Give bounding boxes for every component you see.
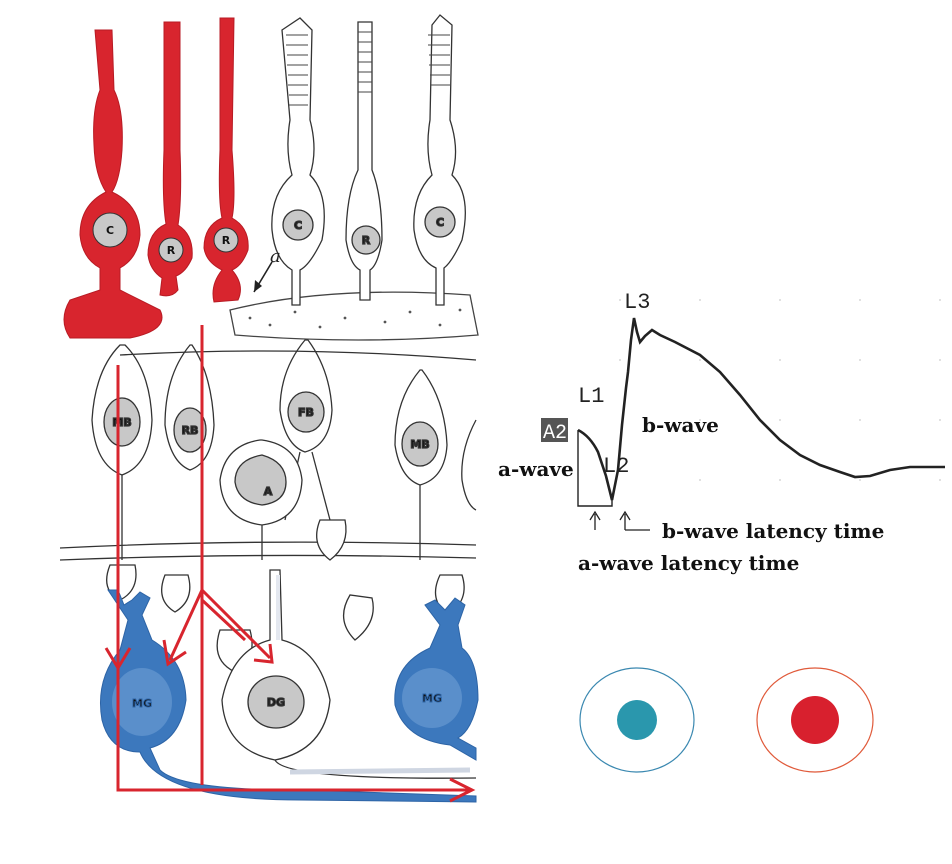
red-dot-icon — [791, 696, 839, 744]
blue-dot-icon — [617, 700, 657, 740]
b-latency-tick — [619, 510, 650, 531]
rod-label: R — [362, 234, 371, 247]
red-photoreceptors — [63, 17, 249, 339]
amacrine-label: A — [264, 485, 273, 498]
red-rod-1 — [147, 21, 193, 297]
horizontal-fiber-1 — [59, 541, 477, 549]
b-wave-label: b-wave — [642, 413, 719, 437]
cone-label: C — [106, 224, 114, 237]
a-wave-bracket — [577, 430, 613, 507]
rod-label: R — [167, 244, 176, 257]
outline-cone-2: C — [413, 14, 466, 306]
blue-ganglion-left: MG — [99, 589, 477, 803]
a-latency-label: a-wave latency time — [578, 551, 799, 575]
cone-label: C — [294, 219, 302, 232]
pathway-line-left — [116, 365, 470, 792]
stipple-dots — [248, 308, 462, 329]
red-pathway — [116, 325, 470, 792]
red-cell-nuclei: C R R — [92, 212, 239, 263]
pointer-a: a — [253, 246, 281, 293]
horizontal-fiber-2 — [59, 554, 477, 561]
bipolar-mb-right: MB — [394, 369, 448, 560]
partial-cell-right — [461, 419, 477, 511]
dg-label: DG — [267, 696, 285, 709]
cone-label: C — [436, 216, 444, 229]
rod-label: R — [222, 234, 231, 247]
ganglion-dg: DG — [221, 569, 477, 779]
a2-mark: A2 — [543, 422, 567, 445]
amacrine-cell: A — [219, 439, 303, 560]
erg-panel: L1 L2 L3 A2 a-wave b-wave b-wave latency… — [488, 268, 950, 598]
l2-mark: L2 — [603, 454, 629, 479]
legend-blue — [579, 667, 695, 773]
mb-label: MB — [410, 438, 429, 451]
arrowheads — [104, 639, 476, 803]
pathway-branch-dg — [200, 588, 272, 660]
mg-label: MG — [132, 697, 152, 710]
a-wave-label: a-wave — [498, 457, 574, 481]
mb-label: MB — [112, 416, 131, 429]
rb-label: RB — [182, 424, 199, 437]
mg-label: MG — [422, 692, 442, 705]
red-rod-2 — [203, 17, 249, 303]
pathway-branch-short — [200, 598, 247, 642]
retina-diagram: C R C MB RB FB — [59, 14, 479, 779]
erg-trace — [577, 317, 945, 501]
outline-cone-1: C — [271, 17, 325, 306]
blue-ganglion-right: MG — [394, 597, 479, 761]
legend-red — [756, 667, 874, 773]
outline-rod: R — [345, 21, 383, 301]
bipolar-rb: RB — [164, 344, 215, 471]
l1-mark: L1 — [578, 384, 604, 409]
l3-mark: L3 — [624, 290, 650, 315]
pathway-branch-mg — [168, 589, 204, 661]
horizontal-fiber-3 — [119, 350, 477, 361]
bipolar-mb-left: MB — [91, 344, 153, 560]
red-cone — [63, 29, 163, 339]
a-latency-tick — [589, 510, 601, 530]
b-latency-label: b-wave latency time — [662, 519, 884, 543]
erg-grid — [619, 299, 941, 481]
fb-label: FB — [298, 406, 314, 419]
a2-box — [541, 418, 568, 442]
pointer-label: a — [270, 246, 281, 267]
